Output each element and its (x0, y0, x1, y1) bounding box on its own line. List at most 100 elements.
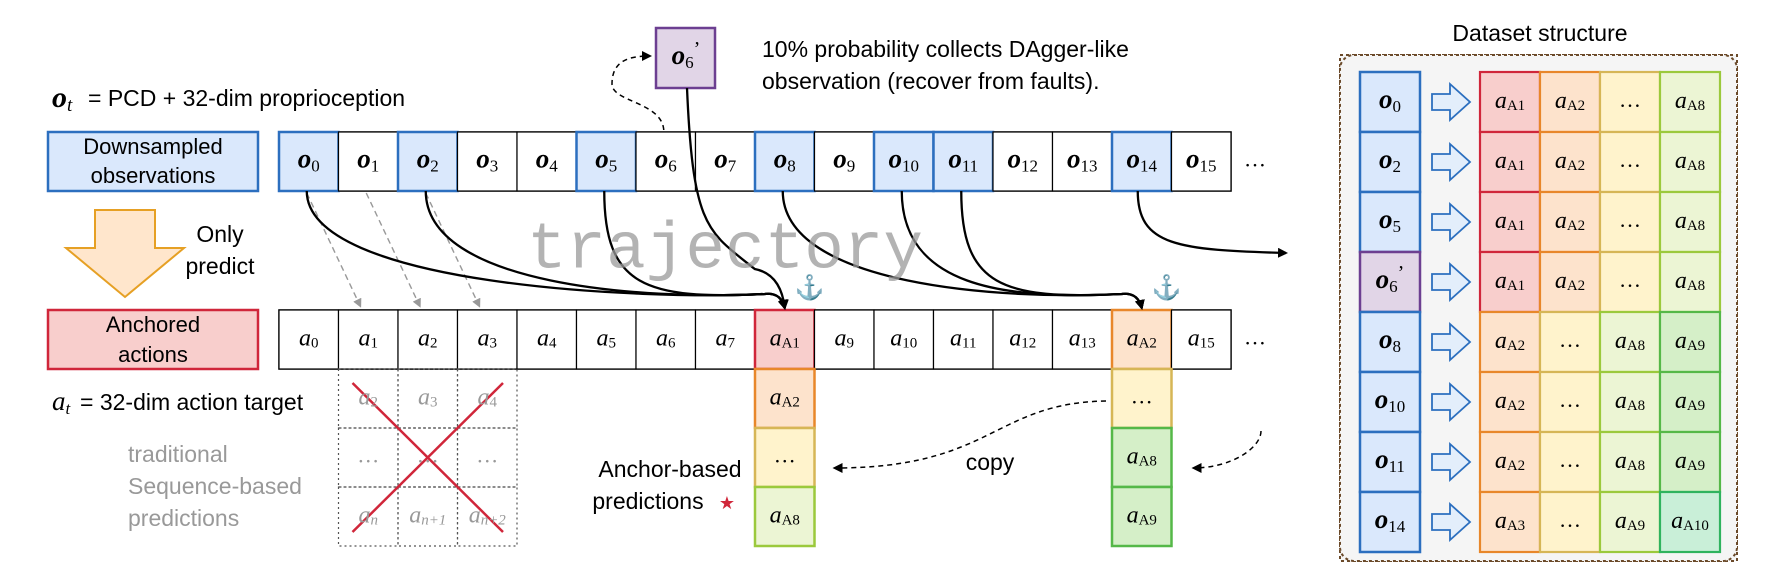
dataset-action-cell (1598, 70, 1662, 134)
action-cell (813, 309, 875, 370)
dataset-action-label: aA1 (1495, 268, 1525, 295)
action-label: aA1 (770, 325, 800, 352)
action-cell (1051, 309, 1113, 370)
traditional-ellipsis: … (357, 443, 379, 468)
dataset-action-cell (1478, 70, 1542, 134)
downsampled-observations-box (46, 130, 260, 193)
observation-cell-highlight (932, 130, 995, 193)
obs-definition-text: = PCD + 32-dim proprioception (88, 85, 405, 111)
anchored-actions-box (46, 308, 260, 371)
anchor-column-2-label: aA8 (1127, 443, 1157, 470)
dataset-ellipsis: … (1619, 267, 1641, 292)
dataset-action-label: aA8 (1675, 148, 1705, 175)
dataset-action-cell (1538, 430, 1602, 494)
dataset-action-label: aA8 (1675, 268, 1705, 295)
anchor-column-1-cell (753, 485, 816, 548)
right-arrow-icon (1431, 441, 1472, 483)
action-definition-symbol: at (52, 386, 72, 418)
anchor-column-1-ellipsis: … (774, 443, 796, 468)
action-label: a11 (950, 325, 976, 352)
dataset-observation-label: o6’ (1376, 262, 1405, 296)
action-label: a13 (1069, 325, 1096, 352)
prediction-arrow (603, 190, 788, 310)
traditional-label-line: traditional (128, 441, 228, 467)
copy-label: copy (966, 449, 1015, 475)
observation-cell-highlight (872, 130, 935, 193)
action-cell (397, 309, 459, 370)
traditional-label: a4 (478, 384, 498, 411)
observation-label: o8 (774, 144, 796, 176)
right-arrow-icon (1431, 141, 1472, 183)
action-cell (516, 309, 578, 370)
dataset-action-cell (1658, 190, 1722, 254)
action-label: a9 (835, 325, 855, 352)
action-label: a3 (478, 325, 498, 352)
dataset-action-label: aA2 (1555, 268, 1585, 295)
dataset-title: Dataset structure (1452, 20, 1627, 46)
traditional-label: an (359, 502, 379, 529)
traditional-label: an+2 (469, 502, 507, 529)
prediction-arrow-next (1136, 190, 1288, 258)
action-cell-anchored (753, 308, 816, 371)
dataset-action-label: aA1 (1495, 208, 1525, 235)
dagger-note-line: observation (recover from faults). (762, 68, 1099, 94)
action-label: a7 (716, 325, 736, 352)
dagger-note-line: 10% probability collects DAgger-like (762, 36, 1129, 62)
dataset-ellipsis: … (1619, 87, 1641, 112)
dataset-observation-cell (1358, 430, 1422, 494)
observation-label: o9 (833, 144, 855, 176)
gray-dashed-arrow (365, 192, 421, 308)
dagger-observation-box (654, 26, 717, 90)
dataset-observation-label: o14 (1375, 504, 1406, 536)
anchor-column-2-cell (1110, 485, 1173, 548)
dataset-action-cell (1598, 130, 1662, 194)
anchor-column-2-cell (1110, 426, 1173, 489)
action-label: a15 (1188, 325, 1215, 352)
dagger-dashed-arrow (611, 51, 665, 131)
only-predict-label: Only (196, 221, 244, 247)
dataset-action-cell (1658, 490, 1722, 554)
dataset-observation-label: o2 (1379, 144, 1401, 176)
observation-cell (1170, 131, 1232, 192)
action-label: a6 (656, 325, 676, 352)
right-arrow-icon (1431, 501, 1472, 543)
dataset-ellipsis: … (1619, 147, 1641, 172)
dataset-action-cell (1598, 490, 1662, 554)
dataset-observation-label: o0 (1379, 84, 1401, 116)
action-cell (575, 309, 637, 370)
dataset-observation-cell (1358, 70, 1422, 134)
traditional-ellipsis: … (476, 443, 498, 468)
observation-cell (813, 131, 875, 192)
anchor-icon: ⚓ (1152, 274, 1182, 302)
observation-label: o13 (1067, 144, 1098, 176)
gray-dashed-arrow (306, 192, 362, 308)
anchor-predictions-label: Anchor-based (598, 456, 741, 482)
cross-line (351, 382, 504, 533)
right-arrow-icon (1431, 81, 1472, 123)
dataset-action-cell (1538, 250, 1602, 314)
dataset-observation-label: o11 (1375, 444, 1405, 476)
right-arrow-icon (1431, 381, 1472, 423)
dataset-action-cell (1658, 70, 1722, 134)
traditional-label: a3 (418, 384, 438, 411)
action-cell (694, 309, 756, 370)
observation-label: o1 (357, 144, 379, 176)
copy-arrow (832, 400, 1107, 473)
dataset-action-label: aA9 (1675, 388, 1705, 415)
anchor-column-1-label: aA8 (770, 502, 800, 529)
traditional-label-line: predictions (128, 505, 239, 531)
dataset-action-cell (1598, 370, 1662, 434)
observation-cell (635, 131, 697, 192)
dataset-action-label: aA2 (1555, 208, 1585, 235)
observation-label: o10 (889, 144, 920, 176)
action-label: a4 (537, 325, 557, 352)
action-definition-text: = 32-dim action target (80, 389, 304, 415)
dagger-observation-label: o6’ (672, 38, 701, 72)
dataset-action-cell (1658, 310, 1722, 374)
action-label: a10 (890, 325, 917, 352)
dataset-action-label: aA8 (1675, 88, 1705, 115)
right-arrow-icon (1431, 201, 1472, 243)
dataset-action-label: aA10 (1671, 508, 1709, 535)
observation-label: o2 (417, 144, 439, 176)
observation-cell (694, 131, 756, 192)
